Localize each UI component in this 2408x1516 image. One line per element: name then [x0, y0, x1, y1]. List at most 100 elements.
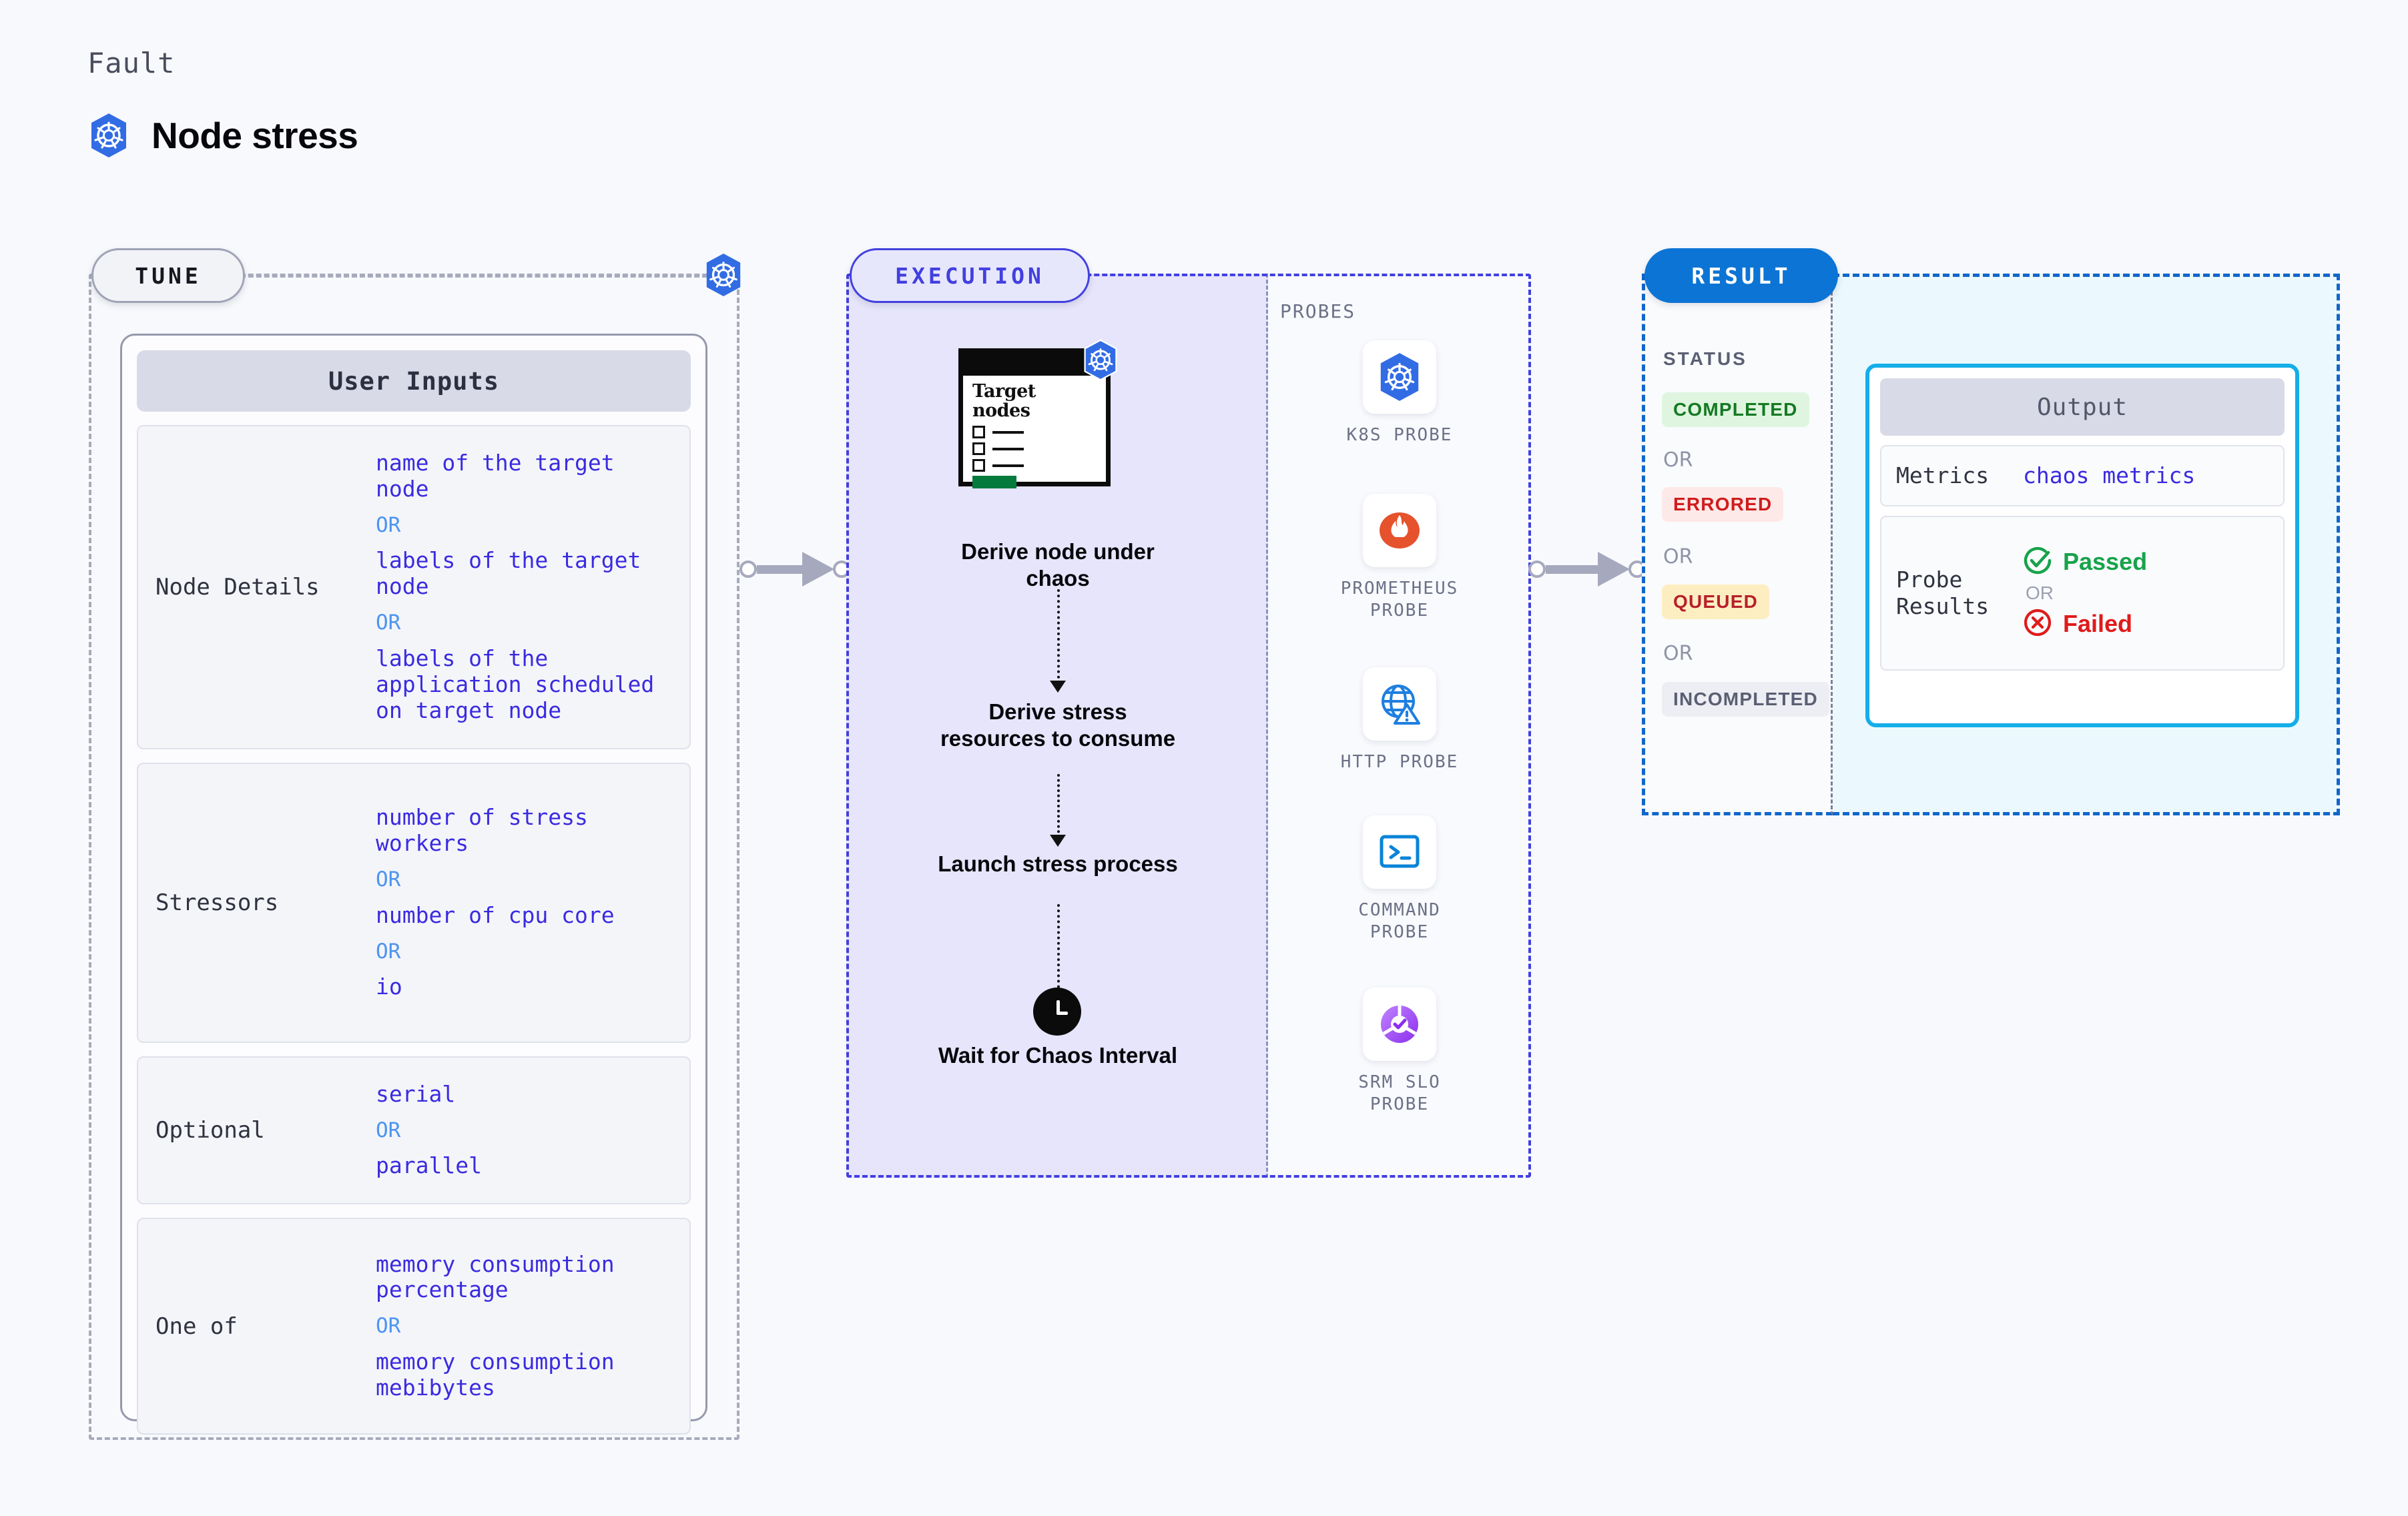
card-titlebar	[963, 353, 1106, 376]
status-badge-incompleted: INCOMPLETED	[1662, 682, 1829, 717]
input-value: parallel	[376, 1152, 482, 1179]
input-row-label: Optional	[156, 1116, 265, 1144]
input-value: number of cpu core	[376, 901, 615, 928]
execution-step-1: Derive node under chaos	[961, 539, 1155, 591]
input-value: name of the target node	[376, 450, 615, 502]
status-badge-queued: QUEUED	[1662, 585, 1769, 619]
input-value: io	[376, 974, 402, 1000]
probe-item-command[interactable]: COMMAND PROBE	[1268, 815, 1531, 944]
terminal-icon	[1363, 815, 1436, 889]
user-inputs-card: User Inputs Node Details name of the tar…	[120, 334, 707, 1435]
checkbox-icon	[972, 426, 985, 439]
prometheus-icon	[1363, 494, 1436, 567]
input-or: OR	[376, 867, 401, 892]
checkbox-icon	[972, 459, 985, 472]
input-or: OR	[376, 611, 401, 635]
output-row-probe-results: Probe Results Passed OR	[1880, 515, 2285, 671]
metrics-value: chaos metrics	[2023, 462, 2196, 489]
output-row-metrics: Metrics chaos metrics	[1880, 445, 2285, 506]
execution-step-3: Launch stress process	[938, 851, 1178, 876]
probe-result-passed: Passed	[2023, 546, 2147, 579]
globe-warning-icon	[1363, 667, 1436, 741]
input-row-values: name of the target node OR labels of the…	[376, 446, 672, 728]
probe-item-srm-slo[interactable]: SRM SLO PROBE	[1268, 988, 1531, 1116]
page-title: Node stress	[152, 115, 358, 156]
input-row-values: serial OR parallel	[376, 1078, 672, 1183]
kubernetes-icon	[703, 252, 744, 301]
clock-icon	[1033, 988, 1081, 1036]
execution-step-4: Wait for Chaos Interval	[938, 1043, 1178, 1068]
progress-bar	[972, 476, 1016, 489]
status-badge-errored: ERRORED	[1662, 487, 1784, 522]
input-row-values: number of stress workers OR number of cp…	[376, 801, 672, 1004]
flow-connector	[1057, 589, 1060, 684]
connector-line	[757, 564, 802, 574]
checkbox-icon	[972, 442, 985, 456]
connector-tune-to-execution	[739, 552, 850, 587]
page-header: Node stress	[87, 112, 358, 159]
flow-connector	[1057, 904, 1060, 999]
passed-label: Passed	[2063, 548, 2148, 576]
result-pill-label: RESULT	[1644, 248, 1838, 303]
input-or: OR	[376, 1118, 401, 1142]
probe-label: COMMAND PROBE	[1358, 900, 1441, 943]
output-card: Output Metrics chaos metrics Probe Resul…	[1865, 364, 2299, 727]
probe-item-http[interactable]: HTTP PROBE	[1268, 667, 1531, 773]
probes-label: PROBES	[1280, 300, 1356, 322]
target-nodes-title: Target nodes	[972, 381, 1036, 421]
page-kicker: Fault	[87, 47, 176, 79]
input-value: serial	[376, 1080, 456, 1107]
status-or-1: OR	[1663, 448, 1693, 472]
probe-result-failed: Failed	[2023, 608, 2147, 641]
tune-pill-label: TUNE	[91, 248, 245, 303]
status-label: STATUS	[1663, 348, 1747, 369]
kubernetes-icon	[1081, 339, 1120, 384]
probe-label: SRM SLO PROBE	[1358, 1072, 1441, 1115]
input-row-values: memory consumption percentage OR memory …	[376, 1248, 672, 1405]
input-row-optional: Optional serial OR parallel	[137, 1056, 691, 1205]
input-row-one-of: One of memory consumption percentage OR …	[137, 1218, 691, 1435]
probe-label: HTTP PROBE	[1340, 752, 1459, 772]
kubernetes-icon	[1363, 340, 1436, 414]
card-body: Target nodes	[963, 376, 1106, 489]
execution-pill-label: EXECUTION	[850, 248, 1090, 303]
input-or: OR	[376, 1314, 401, 1339]
check-circle-icon	[2023, 546, 2052, 579]
input-row-label: Stressors	[156, 889, 279, 916]
placeholder-line	[992, 430, 1024, 434]
input-value: labels of the target node	[376, 547, 641, 600]
list-item	[972, 426, 1106, 439]
status-badge-completed: COMPLETED	[1662, 392, 1809, 427]
execution-step-2: Derive stress resources to consume	[940, 699, 1176, 751]
connector-start-dot	[1528, 560, 1546, 578]
input-value: memory consumption mebibytes	[376, 1348, 615, 1401]
probe-result-or: OR	[2026, 582, 2054, 603]
connector-line	[1546, 564, 1598, 574]
user-inputs-title: User Inputs	[137, 350, 691, 412]
output-title: Output	[1880, 378, 2285, 436]
metrics-label: Metrics	[1896, 462, 1990, 488]
tune-top-dashed-line	[240, 275, 707, 278]
probe-results-label: Probe Results	[1896, 566, 1990, 619]
srm-slo-icon	[1363, 988, 1436, 1061]
probe-item-k8s[interactable]: K8S PROBE	[1268, 340, 1531, 446]
input-row-stressors: Stressors number of stress workers OR nu…	[137, 762, 691, 1043]
flow-arrowhead	[1050, 835, 1066, 847]
input-or: OR	[376, 939, 401, 964]
target-nodes-list	[972, 426, 1106, 472]
status-or-3: OR	[1663, 642, 1693, 665]
input-or: OR	[376, 512, 401, 537]
input-row-label: One of	[156, 1312, 238, 1340]
failed-label: Failed	[2063, 610, 2133, 638]
execution-panel	[846, 274, 1531, 1178]
connector-arrowhead	[802, 552, 834, 587]
status-or-2: OR	[1663, 545, 1693, 568]
input-value: number of stress workers	[376, 804, 588, 857]
flow-arrowhead	[1050, 681, 1066, 693]
probe-item-prometheus[interactable]: PROMETHEUS PROBE	[1268, 494, 1531, 623]
connector-arrowhead	[1598, 552, 1630, 587]
probe-label: PROMETHEUS PROBE	[1340, 579, 1459, 621]
flow-connector	[1057, 774, 1060, 838]
placeholder-line	[992, 447, 1024, 450]
input-value: labels of the application scheduled on t…	[376, 645, 655, 723]
